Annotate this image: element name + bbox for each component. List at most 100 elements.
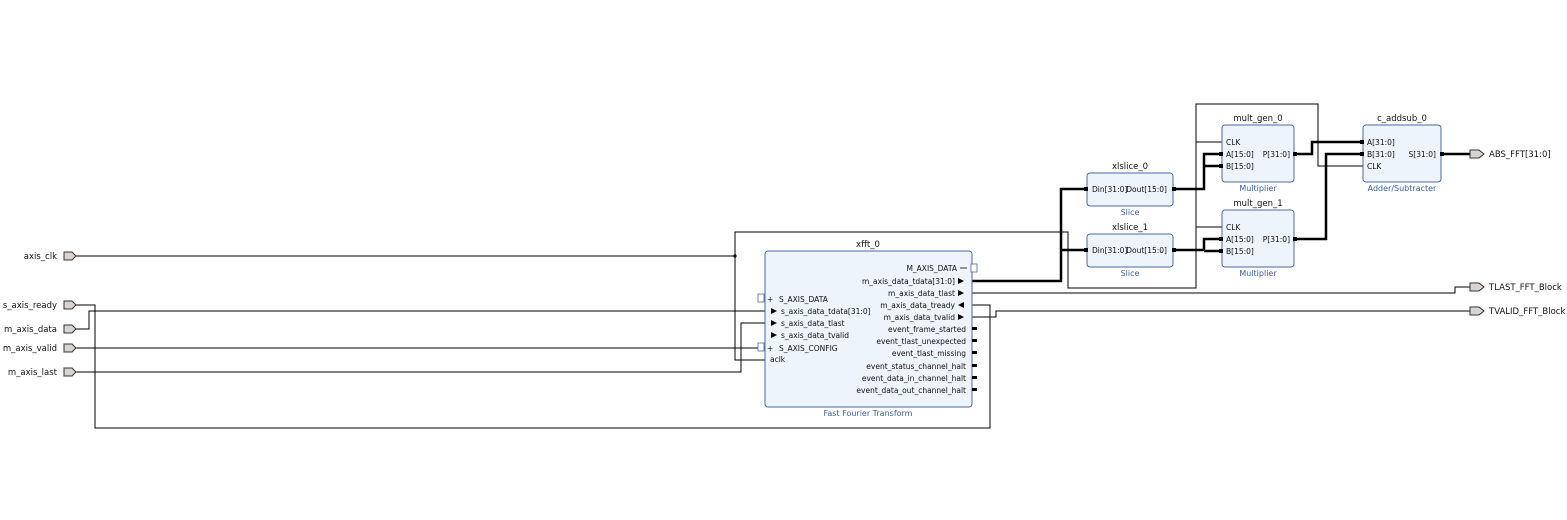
xfft-m-axis-data: M_AXIS_DATA: [906, 264, 957, 273]
pin-stub: [1084, 187, 1088, 191]
mult0-b: B[15:0]: [1226, 162, 1254, 171]
mult0-clk: CLK: [1226, 138, 1241, 147]
port-tlast[interactable]: [1469, 282, 1485, 292]
label-abs-fft: ABS_FFT[31:0]: [1489, 150, 1551, 160]
label-m-axis-last: m_axis_last: [8, 368, 58, 378]
c-addsub-0-block[interactable]: c_addsub_0 A[31:0] B[31:0] CLK S[31:0] A…: [1360, 114, 1444, 193]
pin-stub: [1293, 152, 1297, 156]
xfft-instance-name: xfft_0: [856, 240, 880, 250]
xfft-type: Fast Fourier Transform: [824, 409, 913, 418]
mult1-b: B[15:0]: [1226, 247, 1254, 256]
plus-icon: +: [767, 344, 773, 353]
mult1-p: P[31:0]: [1263, 235, 1290, 244]
addsub-b: B[31:0]: [1367, 150, 1395, 159]
pin-stub: [1172, 187, 1176, 191]
wire-s-axis-ready: [76, 304, 991, 429]
bus-mult0-out: [1294, 140, 1363, 156]
port-tvalid[interactable]: [1469, 306, 1485, 316]
label-m-axis-valid: m_axis_valid: [3, 344, 57, 354]
label-s-axis-ready: s_axis_ready: [3, 301, 57, 311]
addsub-type: Adder/Subtracter: [1368, 184, 1437, 193]
mult1-a: A[15:0]: [1226, 235, 1254, 244]
pin-stub: [972, 364, 977, 367]
bus-slice0-out: [1173, 152, 1222, 191]
label-tvalid: TVALID_FFT_Block: [1488, 307, 1565, 317]
mult0-a: A[15:0]: [1226, 150, 1254, 159]
wire-m-axis-data: [76, 310, 765, 330]
mult1-clk: CLK: [1226, 223, 1241, 232]
xlslice-1-block[interactable]: xlslice_1 Din[31:0] Dout[15:0] Slice: [1084, 223, 1176, 278]
mult1-instance-name: mult_gen_1: [1233, 199, 1282, 209]
pin-stub: [972, 327, 977, 330]
pin-stub: [1084, 248, 1088, 252]
external-ports: axis_clk s_axis_ready m_axis_data m_axis…: [3, 149, 1565, 378]
label-tlast: TLAST_FFT_Block: [1488, 283, 1562, 293]
addsub-instance-name: c_addsub_0: [1377, 114, 1427, 124]
port-abs-fft[interactable]: [1469, 149, 1485, 159]
port-s-axis-ready[interactable]: [63, 300, 77, 310]
bus-slice1-out: [1173, 237, 1222, 252]
wire-axis-clk: [76, 103, 1363, 289]
bus-interface-icon: [757, 293, 765, 303]
xfft-block[interactable]: xfft_0 Fast Fourier Transform + S_AXIS_D…: [757, 240, 978, 418]
pin-stub: [1360, 140, 1364, 144]
mult1-type: Multiplier: [1239, 269, 1277, 278]
arrow-right-icon: [771, 320, 777, 326]
pin-stub: [1172, 248, 1176, 252]
arrow-right-icon: [771, 332, 777, 338]
xfft-event-frame-started: event_frame_started: [888, 325, 966, 334]
xfft-event-status-halt: event_status_channel_halt: [866, 362, 966, 371]
xfft-in-tdata: s_axis_data_tdata[31:0]: [781, 307, 871, 316]
pin-stub: [972, 376, 977, 379]
port-m-axis-data[interactable]: [63, 324, 77, 334]
pin-stub: [1219, 152, 1223, 156]
mult-gen-0-block[interactable]: mult_gen_0 CLK A[15:0] B[15:0] P[31:0] M…: [1219, 114, 1297, 193]
pin-stub: [1293, 237, 1297, 241]
arrow-left-icon: [958, 302, 964, 308]
port-m-axis-valid[interactable]: [63, 343, 77, 353]
wire-m-axis-last: [76, 322, 765, 373]
wire-tvalid: [972, 310, 1470, 318]
xfft-out-tvalid: m_axis_data_tvalid: [884, 313, 956, 322]
slice1-type: Slice: [1121, 269, 1140, 278]
xfft-out-tready: m_axis_data_tready: [880, 301, 955, 310]
slice0-dout: Dout[15:0]: [1126, 185, 1167, 194]
xfft-out-tlast: m_axis_data_tlast: [888, 289, 955, 298]
pin-stub: [1219, 249, 1223, 253]
addsub-a: A[31:0]: [1367, 138, 1395, 147]
xfft-in-tlast: s_axis_data_tlast: [781, 319, 845, 328]
port-axis-clk[interactable]: [63, 251, 77, 261]
slice1-dout: Dout[15:0]: [1126, 246, 1167, 255]
port-m-axis-last[interactable]: [63, 367, 77, 377]
arrow-right-icon: [958, 290, 964, 296]
plus-icon: +: [767, 295, 773, 304]
xlslice-0-block[interactable]: xlslice_0 Din[31:0] Dout[15:0] Slice: [1084, 162, 1176, 217]
pin-stub: [972, 339, 977, 342]
pin-stub: [972, 388, 977, 391]
bus-mult1-out: [1294, 152, 1363, 241]
label-m-axis-data: m_axis_data: [4, 325, 57, 335]
pin-stub: [1219, 237, 1223, 241]
xfft-aclk: aclk: [770, 355, 786, 364]
xfft-event-tlast-unexpected: event_tlast_unexpected: [876, 337, 966, 346]
addsub-s: S[31:0]: [1409, 150, 1437, 159]
wire-tlast: [972, 286, 1470, 294]
slice0-instance-name: xlslice_0: [1112, 162, 1148, 172]
bus-tdata: [972, 187, 1087, 283]
bus-interface-icon: [757, 342, 765, 352]
slice1-din: Din[31:0]: [1092, 246, 1127, 255]
arrow-right-icon: [958, 278, 964, 284]
mult-gen-1-block[interactable]: mult_gen_1 CLK A[15:0] B[15:0] P[31:0] M…: [1219, 199, 1297, 278]
xfft-out-tdata: m_axis_data_tdata[31:0]: [862, 277, 955, 286]
pin-stub: [1360, 152, 1364, 156]
pin-stub: [1219, 164, 1223, 168]
slice0-type: Slice: [1121, 208, 1140, 217]
label-axis-clk: axis_clk: [24, 252, 57, 262]
xfft-event-data-in-halt: event_data_in_channel_halt: [862, 374, 966, 383]
mult0-instance-name: mult_gen_0: [1233, 114, 1282, 124]
addsub-clk: CLK: [1367, 162, 1382, 171]
arrow-right-icon: [771, 308, 777, 314]
xfft-event-data-out-halt: event_data_out_channel_halt: [856, 386, 966, 395]
pin-stub: [1440, 152, 1444, 156]
